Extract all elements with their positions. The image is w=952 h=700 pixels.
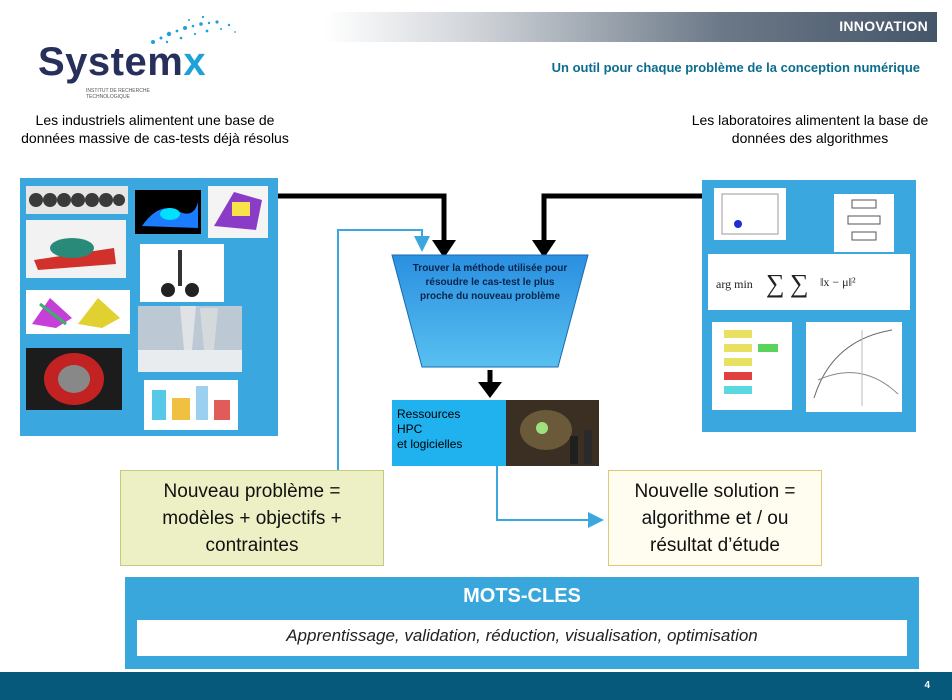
header-bar bbox=[325, 12, 937, 42]
svg-text:arg min: arg min bbox=[716, 277, 753, 291]
industry-cases-panel bbox=[20, 178, 278, 436]
mechanical-assembly-image bbox=[208, 186, 268, 238]
funnel-text: Trouver la méthode utilisée pour résoudr… bbox=[412, 263, 568, 302]
resources-text: Ressources HPC et logicielles bbox=[397, 407, 463, 451]
header-label: INNOVATION bbox=[839, 18, 928, 34]
labs-arrow-head bbox=[532, 240, 556, 258]
new-problem-text: Nouveau problème = modèles + objectifs +… bbox=[162, 481, 342, 556]
industry-arrow-head bbox=[432, 240, 456, 258]
disc-part-image bbox=[26, 220, 126, 278]
structural-mesh-image bbox=[26, 290, 130, 334]
engine-parts-image bbox=[26, 186, 128, 214]
flowchart-figure bbox=[834, 194, 894, 252]
landing-gear-image bbox=[140, 244, 224, 302]
resources-box bbox=[392, 400, 506, 466]
systemx-logo: Systemx INSTITUT DE RECHERCHE TECHNOLOGI… bbox=[38, 15, 238, 106]
search-funnel bbox=[391, 254, 589, 368]
logo-word-x: x bbox=[183, 40, 207, 84]
keywords-text: Apprentissage, validation, réduction, vi… bbox=[286, 626, 758, 645]
labs-heading: Les laboratoires alimentent la base de d… bbox=[691, 112, 929, 146]
new-solution-connector bbox=[496, 466, 604, 528]
industry-images bbox=[26, 186, 268, 430]
page-subtitle: Un outil pour chaque problème de la conc… bbox=[551, 60, 920, 75]
hpc-photo bbox=[506, 400, 599, 466]
logo-wordmark: Systemx bbox=[38, 40, 206, 85]
algorithm-images: arg min ∑ ∑ ‖x − μ‖² bbox=[708, 188, 910, 412]
footer-bar bbox=[0, 672, 952, 700]
svg-text:∑: ∑ bbox=[766, 269, 785, 298]
svg-text:‖x − μ‖²: ‖x − μ‖² bbox=[820, 275, 856, 289]
algorithm-panel: arg min ∑ ∑ ‖x − μ‖² bbox=[702, 180, 916, 432]
curve-plot-figure bbox=[806, 322, 902, 412]
fluid-simulation-image bbox=[135, 190, 201, 234]
svg-text:∑: ∑ bbox=[790, 269, 809, 298]
turbine-image bbox=[26, 348, 122, 410]
new-problem-box bbox=[120, 470, 384, 566]
industry-heading: Les industriels alimentent une base de d… bbox=[21, 112, 289, 146]
logo-dots-icon bbox=[151, 15, 236, 44]
power-plant-image bbox=[138, 306, 242, 372]
formula-figure: arg min ∑ ∑ ‖x − μ‖² bbox=[708, 254, 910, 310]
new-solution-text: Nouvelle solution = algorithme et / ou r… bbox=[634, 481, 796, 556]
logo-tagline: INSTITUT DE RECHERCHE TECHNOLOGIQUE bbox=[86, 88, 150, 100]
logo-word-main: System bbox=[38, 40, 184, 84]
new-problem-connector bbox=[337, 229, 430, 470]
plant-schematic-image bbox=[144, 380, 238, 430]
keywords-box bbox=[137, 620, 907, 656]
keywords-title: MOTS-CLES bbox=[463, 585, 581, 607]
resources-arrow-head bbox=[478, 382, 502, 398]
industry-to-funnel-arrow bbox=[278, 193, 447, 246]
color-flowchart-figure bbox=[712, 322, 792, 410]
labs-to-funnel-arrow bbox=[541, 193, 702, 246]
page-number: 4 bbox=[924, 680, 930, 691]
scatter-figure bbox=[714, 188, 786, 240]
new-solution-box bbox=[608, 470, 822, 566]
